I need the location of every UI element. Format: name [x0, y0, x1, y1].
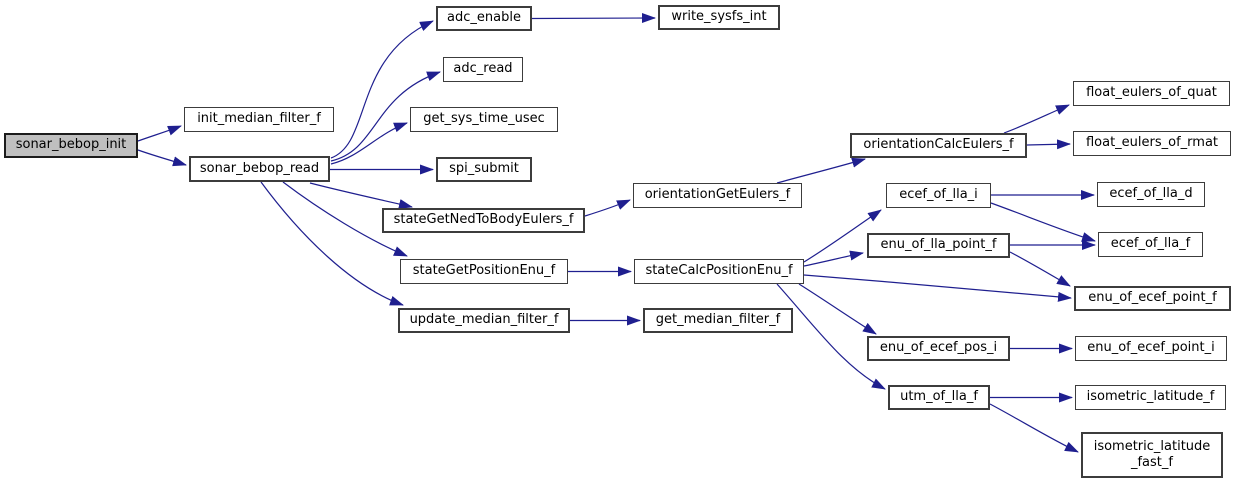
node-isometric_latitude_fast_f[interactable]: isometric_latitude _fast_f — [1081, 432, 1223, 478]
node-stateGetNedToBodyEulers_f[interactable]: stateGetNedToBodyEulers_f — [382, 208, 585, 233]
edge-sonar_bebop_read-to-stateGetNedToBodyEulers_f — [309, 182, 413, 209]
edge-orientationCalcEulers_f-to-float_eulers_of_rmat — [1026, 139, 1071, 150]
edge-stateGetNedToBodyEulers_f-to-orientationGetEulers_f — [584, 199, 631, 217]
node-adc_enable[interactable]: adc_enable — [436, 6, 532, 31]
edge-stateCalcPositionEnu_f-to-enu_of_ecef_pos_i — [798, 283, 877, 335]
node-update_median_filter_f[interactable]: update_median_filter_f — [398, 308, 570, 333]
edge-enu_of_lla_point_f-to-enu_of_ecef_point_f — [1009, 251, 1071, 287]
edge-sonar_bebop_read-to-adc_enable — [330, 20, 434, 159]
node-utm_of_lla_f[interactable]: utm_of_lla_f — [888, 385, 990, 410]
node-get_median_filter_f[interactable]: get_median_filter_f — [643, 308, 793, 333]
edge-sonar_bebop_init-to-sonar_bebop_read — [137, 149, 187, 167]
node-ecef_of_lla_i[interactable]: ecef_of_lla_i — [886, 183, 991, 208]
node-enu_of_ecef_point_f[interactable]: enu_of_ecef_point_f — [1074, 286, 1231, 311]
node-ecef_of_lla_d[interactable]: ecef_of_lla_d — [1097, 182, 1205, 207]
node-init_median_filter_f[interactable]: init_median_filter_f — [184, 107, 334, 132]
node-stateCalcPositionEnu_f[interactable]: stateCalcPositionEnu_f — [634, 259, 804, 284]
edge-sonar_bebop_init-to-init_median_filter_f — [137, 125, 182, 142]
node-enu_of_ecef_pos_i[interactable]: enu_of_ecef_pos_i — [867, 336, 1010, 361]
node-get_sys_time_usec[interactable]: get_sys_time_usec — [410, 107, 558, 132]
node-orientationCalcEulers_f[interactable]: orientationCalcEulers_f — [850, 133, 1027, 158]
edge-stateCalcPositionEnu_f-to-enu_of_lla_point_f — [803, 250, 864, 267]
edge-orientationGetEulers_f-to-orientationCalcEulers_f — [776, 157, 866, 184]
node-enu_of_lla_point_f[interactable]: enu_of_lla_point_f — [867, 233, 1010, 258]
node-adc_read[interactable]: adc_read — [443, 57, 523, 82]
node-isometric_latitude_f[interactable]: isometric_latitude_f — [1075, 385, 1226, 410]
node-float_eulers_of_rmat[interactable]: float_eulers_of_rmat — [1073, 131, 1231, 156]
node-sonar_bebop_init: sonar_bebop_init — [4, 133, 138, 158]
node-write_sysfs_int[interactable]: write_sysfs_int — [658, 5, 780, 30]
node-sonar_bebop_read[interactable]: sonar_bebop_read — [189, 156, 330, 182]
edge-stateCalcPositionEnu_f-to-utm_of_lla_f — [776, 283, 886, 390]
edge-ecef_of_lla_i-to-ecef_of_lla_f — [990, 202, 1096, 242]
node-stateGetPositionEnu_f[interactable]: stateGetPositionEnu_f — [400, 259, 568, 284]
node-ecef_of_lla_f[interactable]: ecef_of_lla_f — [1098, 232, 1203, 257]
node-spi_submit[interactable]: spi_submit — [436, 157, 532, 182]
edge-adc_enable-to-write_sysfs_int — [531, 13, 656, 24]
edge-sonar_bebop_read-to-update_median_filter_f — [260, 181, 404, 306]
edge-stateCalcPositionEnu_f-to-enu_of_ecef_point_f — [803, 274, 1072, 302]
node-orientationGetEulers_f[interactable]: orientationGetEulers_f — [633, 183, 802, 208]
edge-sonar_bebop_read-to-adc_read — [330, 71, 441, 162]
edge-stateCalcPositionEnu_f-to-ecef_of_lla_i — [803, 209, 882, 263]
edge-orientationCalcEulers_f-to-float_eulers_of_quat — [1003, 104, 1070, 134]
node-enu_of_ecef_point_i[interactable]: enu_of_ecef_point_i — [1075, 336, 1227, 361]
edge-sonar_bebop_read-to-stateGetPositionEnu_f — [282, 181, 408, 257]
edge-utm_of_lla_f-to-isometric_latitude_fast_f — [989, 403, 1079, 453]
node-float_eulers_of_quat[interactable]: float_eulers_of_quat — [1073, 81, 1230, 106]
edge-sonar_bebop_read-to-get_sys_time_usec — [330, 122, 408, 165]
